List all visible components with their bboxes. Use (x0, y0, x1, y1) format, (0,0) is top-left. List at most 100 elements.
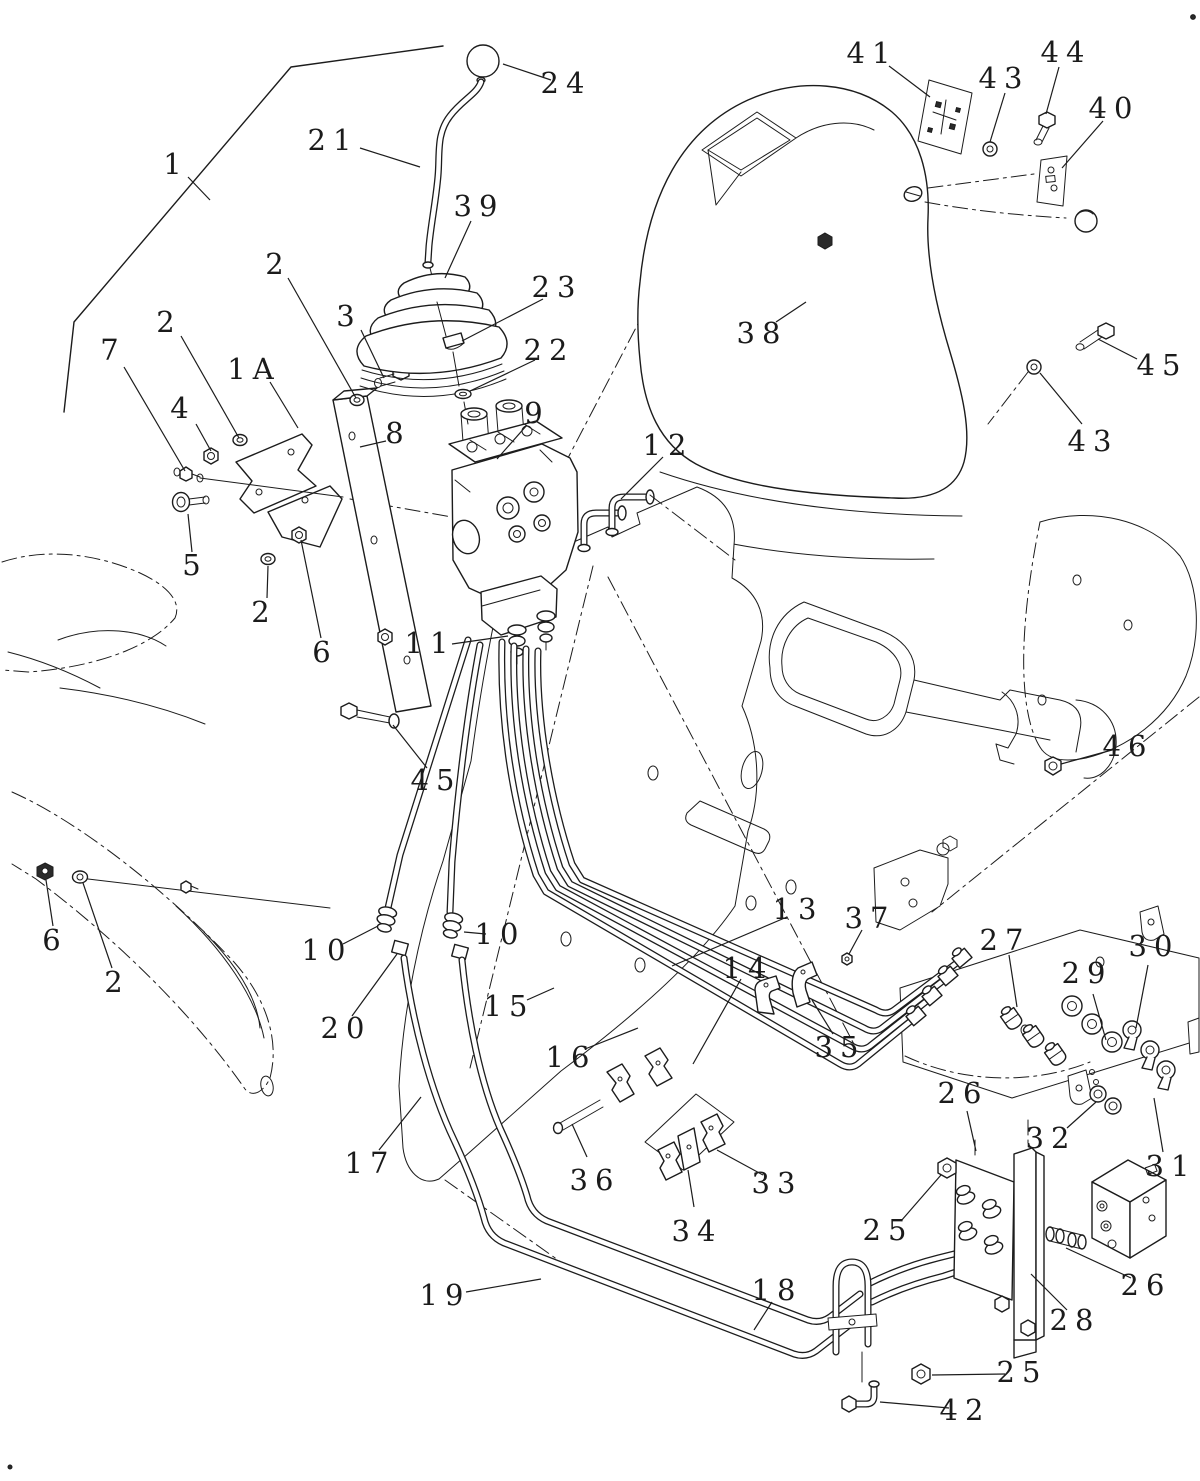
console-hardware (917, 79, 1115, 425)
callout-leader-c11 (451, 635, 509, 645)
callout-leader-c45b (1097, 338, 1138, 360)
callout-label-c46: 46 (1103, 729, 1154, 763)
clamp-pair-36 (606, 1047, 673, 1103)
callout-leader-c2a (287, 277, 357, 399)
elbow-42 (841, 1380, 880, 1413)
callout-leader-c5 (187, 513, 193, 553)
callout-leader-c27 (1008, 954, 1018, 1008)
union-10-left (376, 906, 398, 933)
callout-leader-c26b (1065, 1247, 1132, 1279)
decal-41 (917, 79, 973, 155)
callout-label-c21: 21 (308, 123, 359, 157)
main-valve-9 (448, 399, 736, 665)
callout-label-c45a: 45 (411, 763, 462, 797)
mounting-plate (899, 905, 1200, 1105)
nut-6-bl (36, 862, 54, 881)
callout-label-c44: 44 (1041, 35, 1092, 69)
callout-label-c3: 3 (336, 299, 361, 333)
console-cover (637, 85, 1098, 499)
callout-label-c26b: 26 (1121, 1268, 1172, 1302)
callout-leader-c8 (359, 440, 387, 448)
bolt-45-left (340, 702, 400, 729)
callout-label-c38: 38 (737, 316, 788, 350)
callout-label-c12: 12 (643, 428, 694, 462)
lever-boot-39 (356, 272, 508, 397)
callout-label-c6a: 6 (312, 635, 337, 669)
fitting-7 (173, 466, 201, 482)
remote-valve-assembly (937, 1119, 1167, 1359)
callout-leader-c3 (360, 329, 385, 379)
jam-nut-23 (442, 332, 465, 350)
callout-label-c9: 9 (524, 396, 549, 430)
control-lever (422, 44, 500, 281)
bracket-28 (1013, 1147, 1037, 1347)
coupler-fitting-27b (1021, 1024, 1045, 1048)
callout-leader-c32 (1066, 1101, 1097, 1129)
support-bracket-46 (873, 691, 1062, 931)
fittings-26 (1045, 1226, 1087, 1250)
callout-leader-c13 (671, 916, 788, 967)
callout-label-c20: 20 (321, 1011, 372, 1045)
washer-2-bl (71, 870, 89, 884)
clamps-hardware (552, 952, 853, 1181)
callout-label-c31: 31 (1146, 1149, 1197, 1183)
dust-cap-30b (1140, 1040, 1160, 1071)
washer-2-mid (260, 552, 276, 566)
callout-label-c26a: 26 (938, 1076, 989, 1110)
callout-leader-c43a (989, 92, 1006, 143)
callout-label-c32: 32 (1026, 1121, 1077, 1155)
callout-label-c10a: 10 (302, 933, 353, 967)
callout-label-c41: 41 (847, 36, 898, 70)
callout-leader-c17 (378, 1096, 422, 1151)
nut-25-bottom (911, 1363, 931, 1385)
callout-label-c34: 34 (672, 1214, 723, 1248)
callout-label-c27: 27 (980, 923, 1031, 957)
callout-label-c7: 7 (100, 333, 125, 367)
remote-valve-block (1091, 1159, 1167, 1259)
callout-leader-c35 (811, 999, 834, 1035)
callout-leader-c1 (187, 176, 211, 201)
callout-label-c2d: 2 (104, 965, 129, 999)
callout-label-c25b: 25 (997, 1355, 1048, 1389)
callout-label-c40: 40 (1089, 91, 1140, 125)
small-bolt-bl (180, 880, 199, 894)
callout-leader-c23 (461, 298, 544, 342)
nut-37 (841, 952, 853, 966)
callout-leader-c33 (716, 1149, 764, 1176)
page-dot-bottom (7, 1464, 13, 1470)
callout-label-c10b: 10 (475, 917, 526, 951)
screw-36 (552, 1099, 604, 1135)
mounting-brackets (196, 433, 453, 548)
callout-label-c36: 36 (570, 1163, 621, 1197)
callout-leader-c4 (195, 423, 212, 452)
callout-leader-c43b (1039, 372, 1083, 425)
callout-label-c29: 29 (1062, 956, 1113, 990)
callout-leader-c16 (584, 1027, 639, 1050)
callout-label-c25a: 25 (863, 1213, 914, 1247)
bolt-45-right (1075, 322, 1115, 351)
callout-label-c28: 28 (1050, 1303, 1101, 1337)
callout-leader-c9 (496, 424, 528, 460)
callout-leader-c24 (502, 63, 552, 81)
clamp-35 (754, 961, 818, 1015)
bar-hex-nut (377, 628, 393, 646)
washer-43-top (982, 141, 998, 157)
tube-nut-20 (390, 939, 410, 957)
washer-43-right (987, 359, 1042, 425)
cab-frame-outline (63, 45, 444, 413)
callout-label-c15: 15 (484, 989, 535, 1023)
callout-leader-c44 (1045, 66, 1060, 115)
callout-label-c16: 16 (546, 1040, 597, 1074)
tube-nut-20b (450, 943, 470, 961)
callout-leader-c2b (180, 335, 240, 439)
callout-leader-c30 (1135, 964, 1149, 1029)
nut-4 (203, 447, 219, 465)
callout-leader-c36 (571, 1123, 588, 1158)
callout-leader-c28 (1030, 1273, 1068, 1311)
nut-6-mid (291, 526, 307, 544)
rings-32 (1089, 1069, 1122, 1115)
o-ring-22 (454, 388, 472, 400)
washer-2-top (349, 393, 365, 407)
callout-label-c5: 5 (182, 548, 207, 582)
